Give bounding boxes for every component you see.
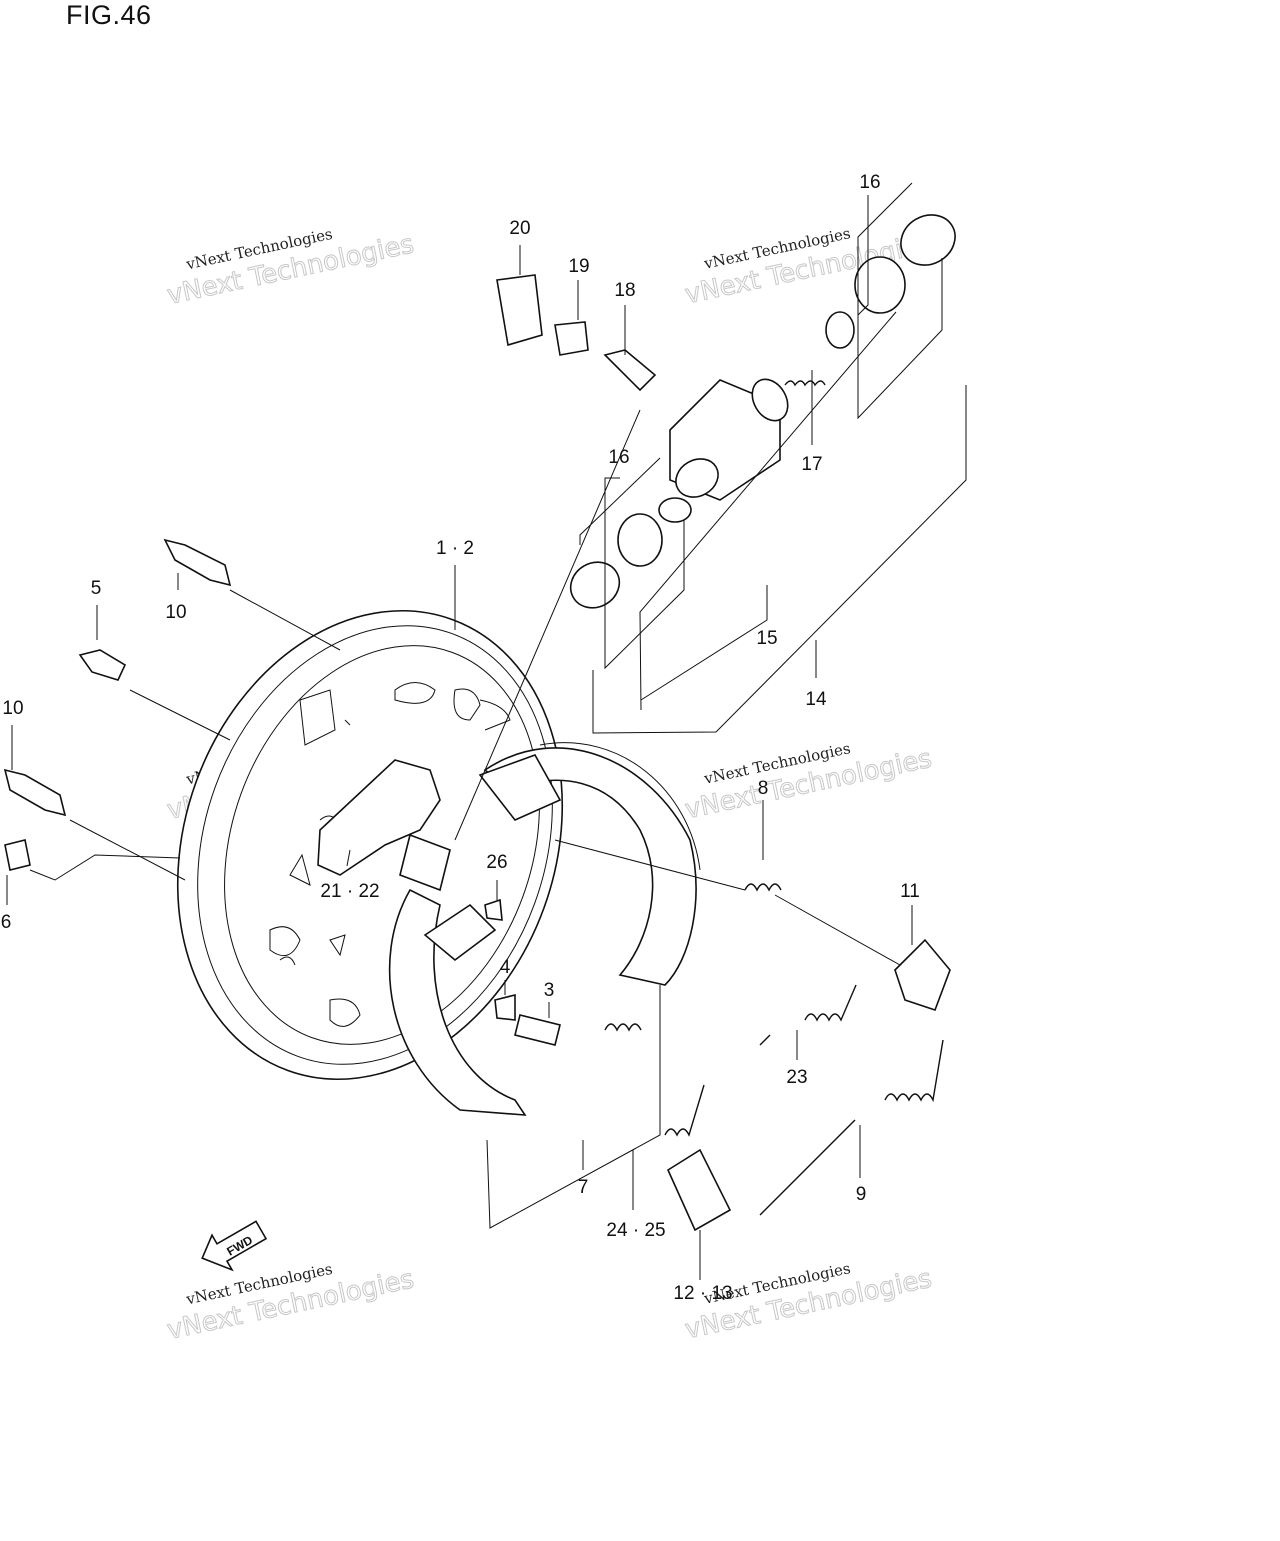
- watermark-bottom-left: vNext Technologies vNext Technologies: [164, 1260, 417, 1347]
- label-3: 3: [544, 980, 555, 1001]
- label-18: 18: [614, 280, 635, 301]
- label-16-mid: 16: [608, 447, 629, 468]
- label-5: 5: [91, 578, 102, 599]
- fwd-arrow-icon: FWD: [201, 1220, 268, 1272]
- label-21-22: 21 · 22: [320, 881, 379, 902]
- brake-shoe-front: [317, 759, 527, 1116]
- label-20: 20: [509, 218, 530, 239]
- label-15: 15: [756, 628, 777, 649]
- watermark-mid-right: vNext Technologies vNext Technologies: [682, 739, 935, 826]
- leader-lines: [6, 182, 967, 1280]
- label-7: 7: [578, 1177, 589, 1198]
- label-10-top: 10: [165, 602, 186, 623]
- label-6: 6: [1, 912, 12, 933]
- label-19: 19: [568, 256, 589, 277]
- label-16-top: 16: [859, 172, 880, 193]
- label-12-13: 12 · 13: [673, 1283, 732, 1304]
- springs: [604, 883, 944, 1216]
- label-9: 9: [856, 1184, 867, 1205]
- label-8: 8: [758, 778, 769, 799]
- watermark-top-left: vNext Technologies vNext Technologies: [164, 225, 417, 312]
- label-4: 4: [500, 957, 511, 978]
- clip-parts: [484, 898, 951, 1232]
- label-24-25: 24 · 25: [606, 1220, 665, 1241]
- label-11: 11: [900, 881, 920, 902]
- brake-shoe-rear: [478, 742, 701, 986]
- label-14: 14: [805, 689, 827, 710]
- figure-title: FIG.46: [66, 0, 152, 30]
- label-10-mid: 10: [2, 698, 23, 719]
- label-23: 23: [786, 1067, 807, 1088]
- bolts: [3, 538, 232, 871]
- label-26: 26: [486, 852, 507, 873]
- label-1-2: 1 · 2: [436, 538, 474, 559]
- label-17: 17: [801, 454, 822, 475]
